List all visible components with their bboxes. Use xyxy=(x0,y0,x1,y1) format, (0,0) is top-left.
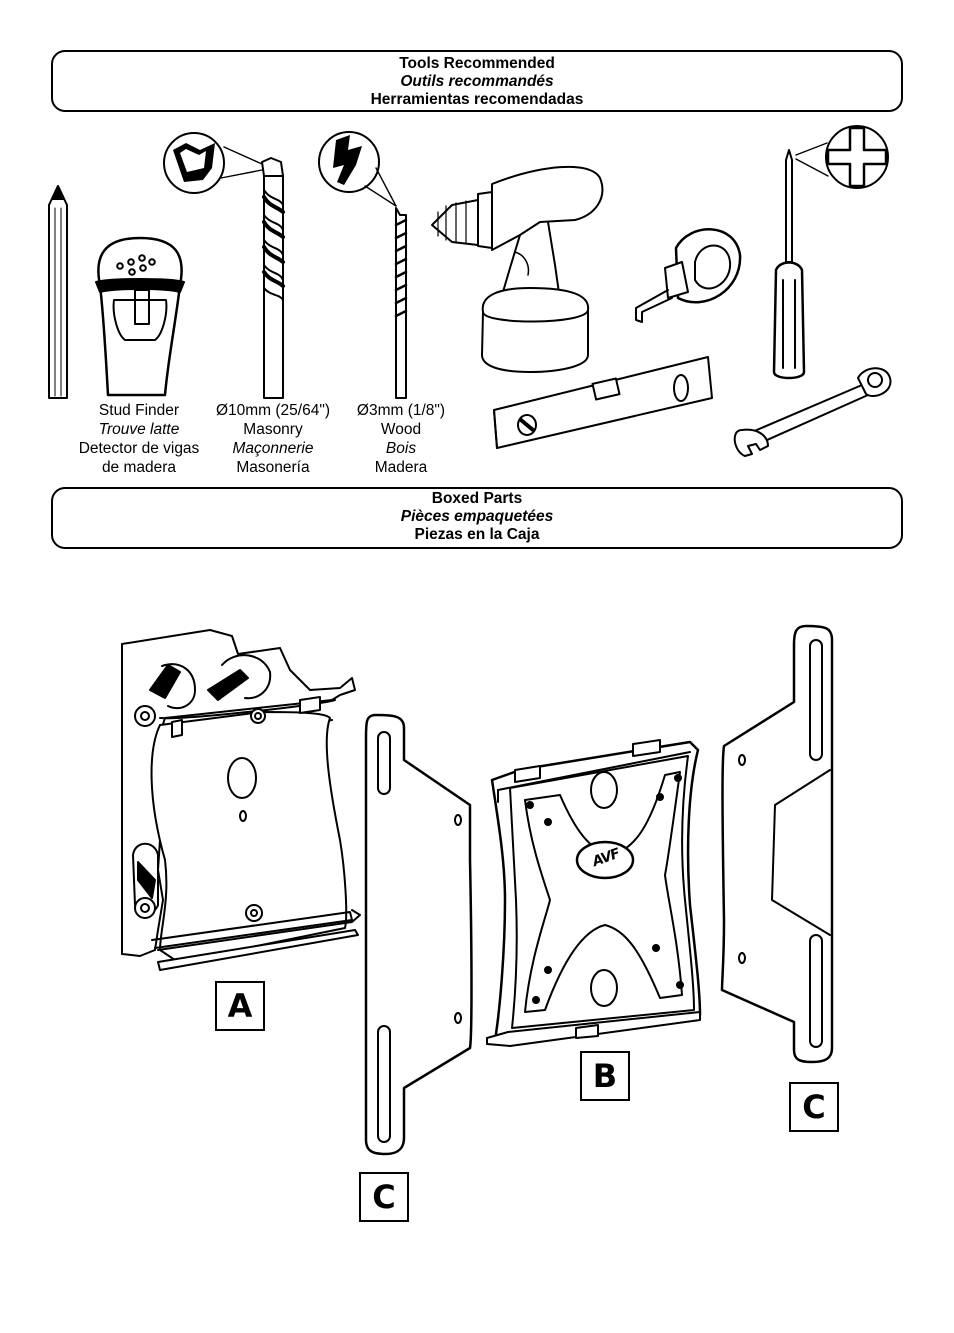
wood-bit-size: Ø3mm (1/8") xyxy=(356,402,446,419)
masonry-bit-en: Masonry xyxy=(243,421,303,438)
tools-header-fr: Outils recommandés xyxy=(400,73,554,90)
masonry-bit-fr: Maçonnerie xyxy=(232,440,314,457)
boxed-parts-header: Boxed Parts Pièces empaquetées Piezas en… xyxy=(51,487,903,549)
wood-bit-es: Madera xyxy=(374,459,428,476)
wood-bit-en: Wood xyxy=(380,421,422,438)
wood-drill-bit-icon xyxy=(318,131,408,399)
masonry-drill-bit-icon xyxy=(163,132,285,399)
stud-finder-es-1: Detector de vigas xyxy=(78,440,200,457)
tape-measure-icon xyxy=(635,228,742,323)
tools-header-es: Herramientas recomendadas xyxy=(370,91,584,108)
tools-header-en: Tools Recommended xyxy=(399,55,555,72)
wood-bit-caption: Ø3mm (1/8") Wood Bois Madera xyxy=(348,401,454,477)
masonry-bit-size: Ø10mm (25/64") xyxy=(215,402,331,419)
stud-finder-fr: Trouve latte xyxy=(98,421,180,438)
pencil-icon xyxy=(48,185,68,399)
bracket-a-illustration xyxy=(121,629,361,971)
part-label-c-right: C xyxy=(789,1082,839,1132)
parts-header-fr: Pièces empaquetées xyxy=(400,508,554,525)
arm-c-left-illustration xyxy=(364,713,473,1156)
stud-finder-es-2: de madera xyxy=(101,459,177,476)
phillips-screwdriver-icon xyxy=(772,125,889,380)
parts-header-es: Piezas en la Caja xyxy=(414,526,540,543)
arm-c-right-illustration xyxy=(720,624,834,1064)
stud-finder-caption: Stud Finder Trouve latte Detector de vig… xyxy=(66,401,212,477)
wood-bit-fr: Bois xyxy=(385,440,417,457)
part-label-c-left: C xyxy=(359,1172,409,1222)
masonry-bit-caption: Ø10mm (25/64") Masonry Maçonnerie Masone… xyxy=(206,401,340,477)
parts-header-en: Boxed Parts xyxy=(431,490,523,507)
tv-plate-b-illustration xyxy=(486,739,702,1047)
spirit-level-icon xyxy=(493,356,713,449)
masonry-bit-es: Masonería xyxy=(236,459,310,476)
stud-finder-icon xyxy=(95,236,185,397)
part-label-a: A xyxy=(215,981,265,1031)
part-label-b: B xyxy=(580,1051,630,1101)
wrench-icon xyxy=(733,367,892,457)
cordless-drill-icon xyxy=(431,165,604,373)
tools-recommended-header: Tools Recommended Outils recommandés Her… xyxy=(51,50,903,112)
stud-finder-en: Stud Finder xyxy=(98,402,180,419)
